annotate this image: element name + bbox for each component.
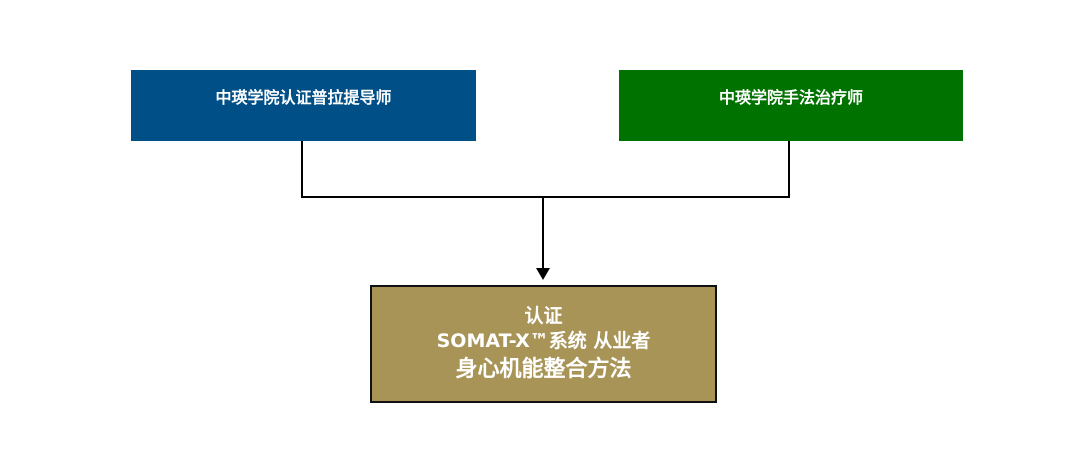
node-somat-x-practitioner: 认证 SOMAT-X™系统 从业者 身心机能整合方法 xyxy=(370,285,717,403)
node-label-line2: SOMAT-X™系统 从业者 xyxy=(436,330,651,353)
node-label: 中瑛学院认证普拉提导师 xyxy=(215,87,392,107)
node-label-line1: 认证 xyxy=(524,304,563,327)
arrowhead xyxy=(536,268,550,280)
node-certified-pilates-instructor: 中瑛学院认证普拉提导师 xyxy=(131,70,476,141)
node-label: 中瑛学院手法治疗师 xyxy=(718,87,863,107)
right-connector xyxy=(543,141,790,198)
left-connector xyxy=(301,141,543,198)
node-label-line3: 身心机能整合方法 xyxy=(455,356,632,382)
node-manual-therapist: 中瑛学院手法治疗师 xyxy=(619,70,963,141)
